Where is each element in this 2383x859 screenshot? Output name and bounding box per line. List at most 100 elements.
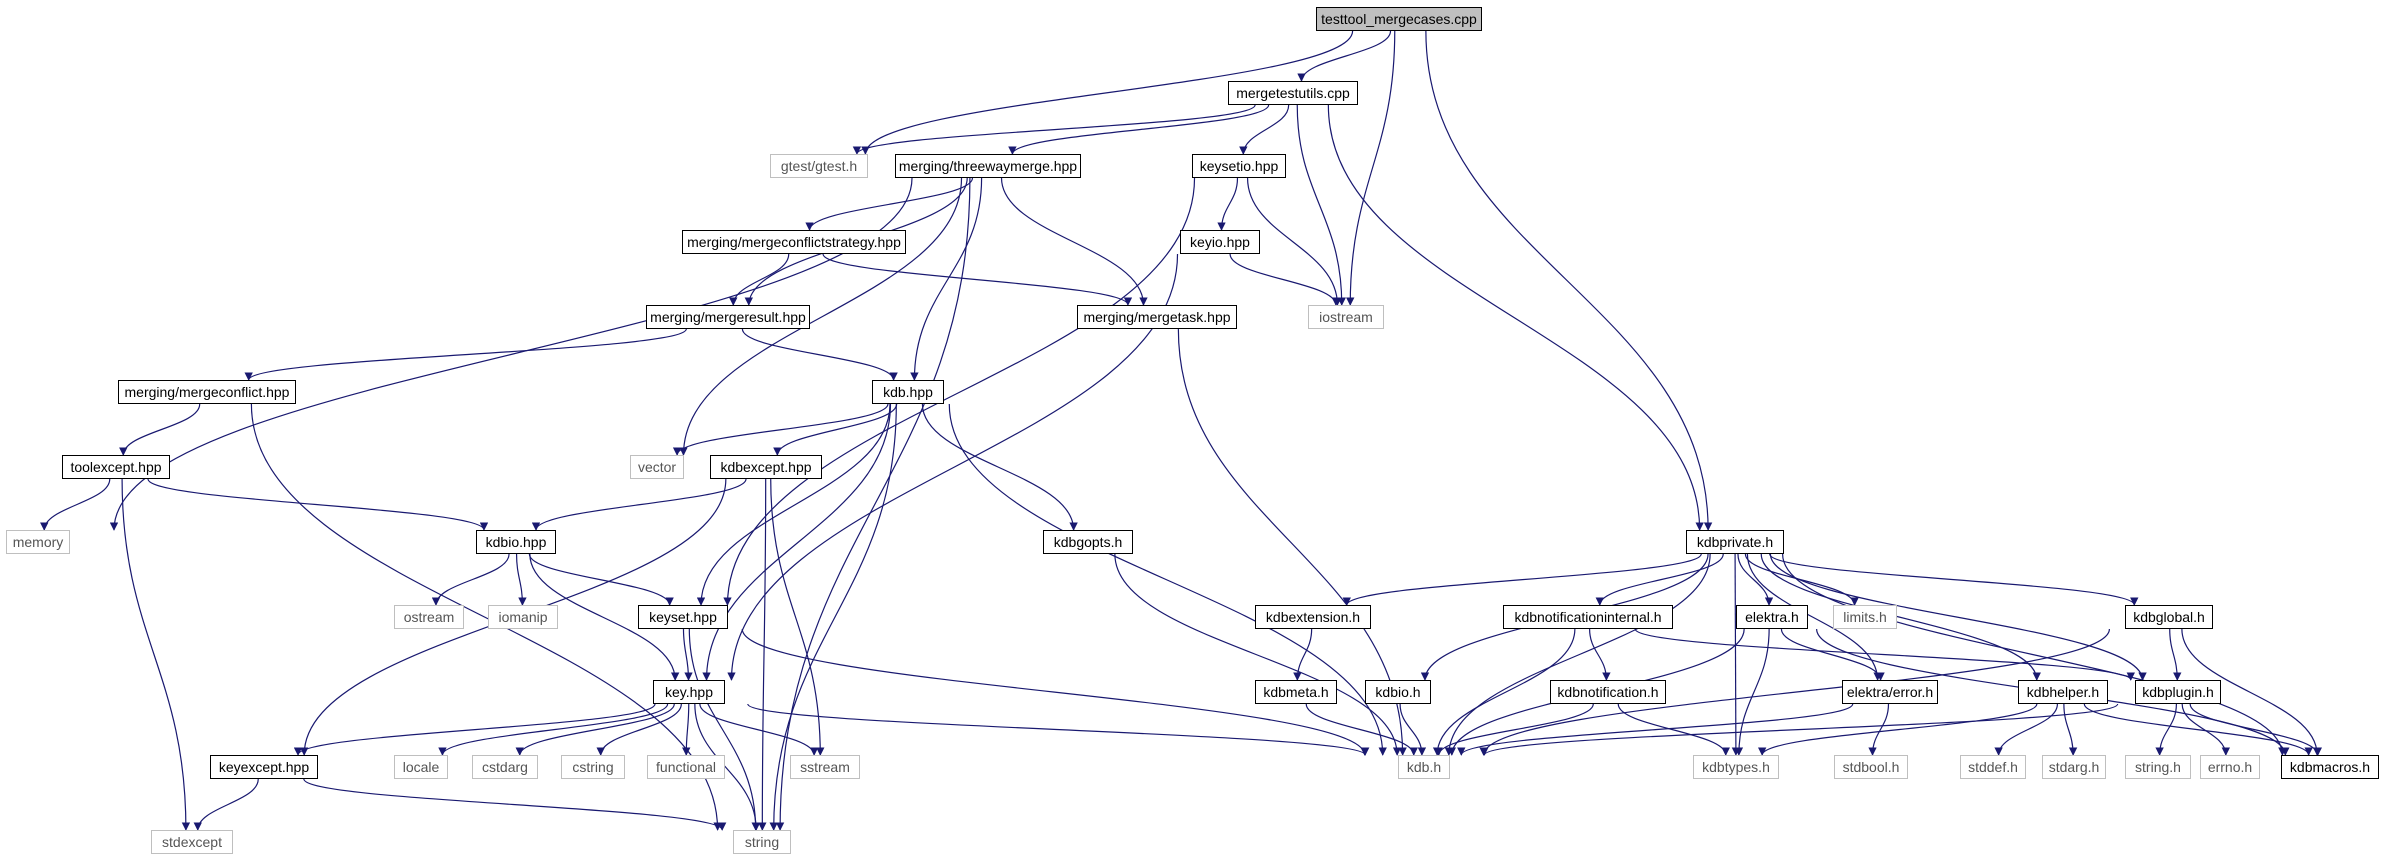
node-kdbio-h[interactable]: kdbio.h [1365,680,1431,704]
node-kdbmacros-h[interactable]: kdbmacros.h [2281,755,2379,779]
edge-kdbgopts-to-kdbh [1114,553,1402,756]
edge-elektraerror-to-stdbool [1868,703,1890,756]
edge-elektraerror-to-kdbh [1457,703,1854,756]
edge-keyhpp-to-functional [682,703,691,756]
node-kdbhelper-h[interactable]: kdbhelper.h [2018,680,2108,704]
edge-kdbprivate-to-kdbmacros [1782,553,2287,756]
node-keyio-hpp[interactable]: keyio.hpp [1180,230,1260,254]
edge-mergetestutils-to-threewaymerge [1008,104,1270,155]
node-string: string [733,830,791,854]
edge-kdbglobal-to-kdbh [1479,628,2110,756]
node-kdbgopts-h[interactable]: kdbgopts.h [1043,530,1133,554]
edge-toolexcept-to-kdbiohpp [147,478,489,531]
node-keyexcept-hpp[interactable]: keyexcept.hpp [210,755,318,779]
edge-keyhpp-to-kdbh [747,703,1370,756]
node-merging-threewaymerge-hpp[interactable]: merging/threewaymerge.hpp [895,154,1081,178]
node-merging-mergeresult-hpp[interactable]: merging/mergeresult.hpp [646,305,810,329]
edge-kdbnotifint-to-kdbh [1432,628,1576,756]
edge-kdbprivate-to-kdbglobal [1769,553,2139,606]
edge-toolexcept-to-memory [40,478,111,531]
node-kdbmeta-h[interactable]: kdbmeta.h [1255,680,1337,704]
node-kdbio-hpp[interactable]: kdbio.hpp [476,530,556,554]
edge-keyhpp-to-sstream [699,703,819,756]
node-locale: locale [394,755,448,779]
edge-kdbplugin-to-errno [2181,703,2231,756]
node-elektra-error-h[interactable]: elektra/error.h [1842,680,1938,704]
node-key-hpp[interactable]: key.hpp [653,680,725,704]
node-kdbplugin-h[interactable]: kdbplugin.h [2135,680,2221,704]
edge-kdbnotification-to-kdbh [1434,703,1594,756]
edge-kdbhpp-to-kdbh [948,403,1387,756]
node-toolexcept-hpp[interactable]: toolexcept.hpp [62,455,170,479]
edge-kdbprivate-to-kdbtypes [1731,553,1741,756]
edge-kdbextension-to-kdbmeta [1293,628,1313,681]
edge-mergeresult-to-mergeconflict [244,328,687,381]
node-kdbprivate-h[interactable]: kdbprivate.h [1686,530,1784,554]
edge-kdbioh-to-kdbh [1399,703,1427,756]
edge-mergetestutils-to-keysetio [1239,104,1290,155]
node-kdbnotificationinternal-h[interactable]: kdbnotificationinternal.h [1503,605,1673,629]
node-stdbool-h: stdbool.h [1834,755,1908,779]
edge-kdbexcept-to-string [758,478,767,831]
node-testtool-mergecases-cpp[interactable]: testtool_mergecases.cpp [1316,7,1482,31]
edge-kdbiohpp-to-ostream [431,553,510,606]
node-stddef-h: stddef.h [1960,755,2026,779]
edge-kdbplugin-to-kdbmacros [2189,703,2322,756]
edge-kdbmeta-to-kdbh [1305,703,1418,756]
node-string-h: string.h [2125,755,2191,779]
node-vector: vector [630,455,684,479]
edge-keysetio-to-iostream [1246,177,1342,306]
edge-elektra-to-kdbtypes [1734,628,1770,756]
node-iomanip: iomanip [488,605,558,629]
edge-kdbexcept-to-sstream [770,478,825,756]
node-kdbnotification-h[interactable]: kdbnotification.h [1550,680,1666,704]
node-kdbextension-h[interactable]: kdbextension.h [1255,605,1371,629]
node-merging-mergeconflictstrategy-hpp[interactable]: merging/mergeconflictstrategy.hpp [682,230,906,254]
edge-kdbhelper-to-stdarg [2063,703,2078,756]
node-cstdarg: cstdarg [472,755,538,779]
node-keysetio-hpp[interactable]: keysetio.hpp [1192,154,1286,178]
node-kdb-hpp[interactable]: kdb.hpp [872,380,944,404]
edge-kdbprivate-to-kdbnotifint [1595,553,1724,606]
edge-kdbhpp-to-kdbgopts [921,403,1078,531]
edge-kdbplugin-to-kdbh [1480,703,2119,756]
node-kdbexcept-hpp[interactable]: kdbexcept.hpp [710,455,822,479]
edge-kdbiohpp-to-keyhpp [529,553,680,681]
node-iostream: iostream [1308,305,1384,329]
edge-kdbhelper-to-stddef [1994,703,2058,756]
edge-keyhpp-to-cstdarg [515,703,675,756]
edge-kdbnotifint-to-kdbnotification [1589,628,1611,681]
node-keyset-hpp[interactable]: keyset.hpp [638,605,728,629]
edge-keyset-to-keyhpp [682,628,693,681]
edge-keyexcept-to-stdexcept [193,778,259,831]
edge-keyio-to-iostream [1229,253,1341,306]
node-kdbglobal-h[interactable]: kdbglobal.h [2125,605,2213,629]
node-cstring: cstring [561,755,625,779]
edge-kdbprivate-to-kdbh [1444,553,1711,756]
edge-kdbnotifint-to-kdbplugin [1634,628,2135,681]
edge-kdbhelper-to-kdbtypes [1758,703,2038,756]
edge-kdbexcept-to-kdbiohpp [531,478,747,531]
node-mergetestutils-cpp[interactable]: mergetestutils.cpp [1228,81,1358,105]
edge-keyhpp-to-locale [438,703,669,756]
edge-mergeresult-to-kdbhpp [741,328,898,381]
node-limits-h: limits.h [1833,605,1897,629]
node-errno-h: errno.h [2200,755,2260,779]
node-merging-mergetask-hpp[interactable]: merging/mergetask.hpp [1077,305,1237,329]
node-sstream: sstream [790,755,860,779]
node-elektra-h[interactable]: elektra.h [1736,605,1808,629]
edge-threewaymerge-to-vector [679,177,963,456]
edge-mergeconflictstrategy-to-mergetask [822,253,1133,306]
edge-keyhpp-to-cstring [596,703,682,756]
node-ostream: ostream [394,605,464,629]
node-merging-mergeconflict-hpp[interactable]: merging/mergeconflict.hpp [118,380,296,404]
edge-kdbplugin-to-stringh [2155,703,2177,756]
edge-kdbnotification-to-kdbtypes [1617,703,1730,756]
edge-testtool-to-gtest [861,30,1354,155]
edge-keyexcept-to-string [303,778,727,831]
node-gtest-gtest-h: gtest/gtest.h [770,154,868,178]
edge-threewaymerge-to-mergetask [1000,177,1148,306]
node-kdbtypes-h: kdbtypes.h [1693,755,1779,779]
